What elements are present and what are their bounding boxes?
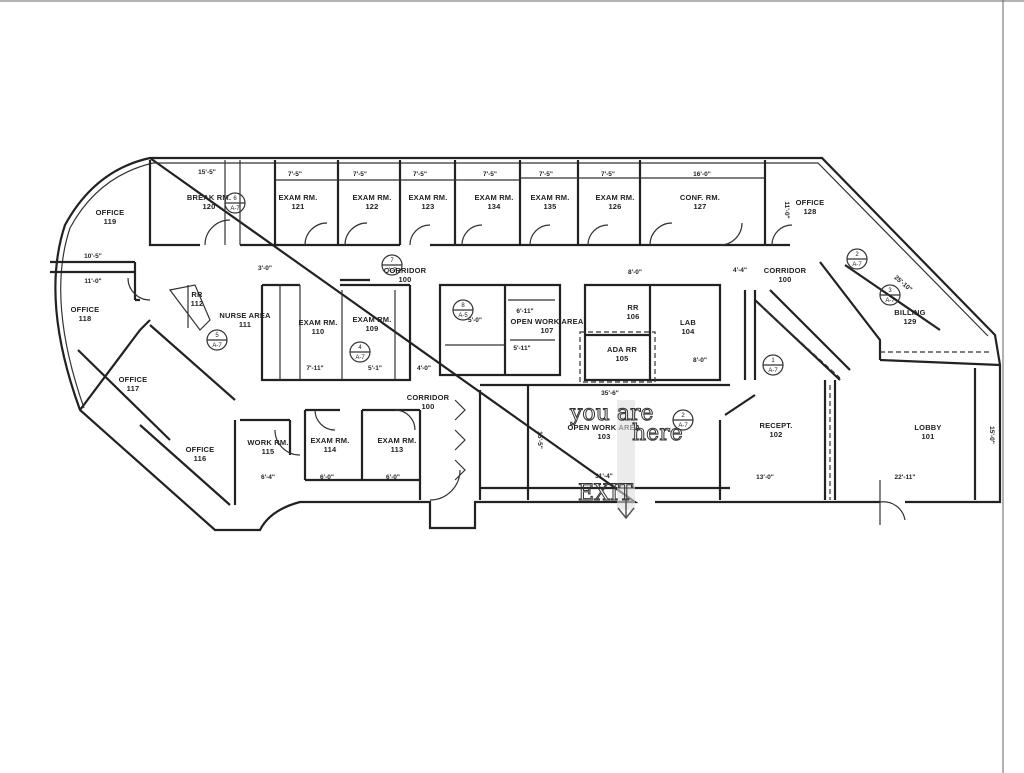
svg-text:5: 5 [215, 333, 219, 339]
section-marker-1: 1A-7 [762, 354, 784, 376]
svg-text:5'-1": 5'-1" [368, 365, 382, 372]
room-label-exam-109: EXAM RM.109 [352, 315, 391, 333]
svg-text:2: 2 [855, 252, 859, 258]
svg-text:EXIT: EXIT [578, 481, 633, 506]
section-marker-4: 4A-7 [349, 341, 371, 363]
svg-text:7'-5": 7'-5" [601, 171, 615, 178]
svg-text:11'-0": 11'-0" [84, 278, 101, 285]
room-label-exam-110: EXAM RM.110 [298, 318, 337, 336]
svg-text:7: 7 [390, 258, 394, 264]
section-marker-9: 2A-7 [672, 409, 694, 431]
svg-text:A-7: A-7 [852, 262, 862, 268]
exit-arrow-icon [617, 498, 635, 520]
svg-text:6'-0": 6'-0" [386, 474, 400, 481]
svg-text:A-7: A-7 [387, 268, 397, 274]
svg-text:7'-5": 7'-5" [483, 171, 497, 178]
svg-text:16'-0": 16'-0" [693, 171, 711, 178]
svg-text:4'-4": 4'-4" [733, 267, 747, 274]
svg-text:15'-5": 15'-5" [536, 431, 543, 449]
svg-text:3'-0": 3'-0" [258, 265, 272, 272]
svg-text:A-5: A-5 [458, 313, 468, 319]
svg-text:10'-5": 10'-5" [84, 253, 102, 260]
svg-text:you are: you are [569, 401, 654, 426]
section-marker-2: 2A-7 [846, 248, 868, 270]
svg-text:7'-5": 7'-5" [288, 171, 302, 178]
exterior-walls [54, 156, 1002, 532]
room-label-recept-102: RECEPT.102 [759, 421, 792, 439]
svg-text:A-7: A-7 [678, 423, 688, 429]
pencil-smudge [617, 400, 635, 510]
room-label-exam-113: EXAM RM.113 [377, 436, 416, 454]
room-label-exam-121: EXAM RM.121 [278, 193, 317, 211]
room-label-break-120: BREAK RM.120 [187, 193, 231, 211]
room-label-exam-122: EXAM RM.122 [352, 193, 391, 211]
section-marker-6: 6A-7 [224, 192, 246, 214]
svg-text:31'-4": 31'-4" [595, 473, 613, 480]
svg-text:6'-11": 6'-11" [516, 308, 533, 315]
svg-text:5'-0": 5'-0" [468, 317, 482, 324]
svg-text:A-7: A-7 [768, 368, 778, 374]
room-label-exam-135: EXAM RM.135 [530, 193, 569, 211]
svg-text:2: 2 [681, 413, 685, 419]
svg-text:5'-11": 5'-11" [513, 345, 530, 352]
svg-text:3: 3 [888, 288, 892, 294]
svg-text:6: 6 [233, 196, 237, 202]
interior-walls [50, 160, 1001, 525]
svg-text:22'-11": 22'-11" [895, 474, 916, 481]
svg-text:15'-5": 15'-5" [198, 169, 216, 176]
section-marker-8: 8A-5 [452, 299, 474, 321]
room-label-exam-123: EXAM RM.123 [408, 193, 447, 211]
svg-text:A-7: A-7 [230, 206, 240, 212]
svg-text:7'-5": 7'-5" [353, 171, 367, 178]
svg-text:7'-5": 7'-5" [539, 171, 553, 178]
svg-text:35'-6": 35'-6" [601, 390, 619, 397]
svg-text:13'-0": 13'-0" [756, 474, 774, 481]
svg-text:11'-0": 11'-0" [783, 201, 790, 218]
svg-text:15'-0": 15'-0" [988, 426, 995, 444]
section-marker-7: 7A-7 [381, 254, 403, 276]
svg-text:4: 4 [358, 345, 362, 351]
svg-text:8'-0": 8'-0" [628, 269, 642, 276]
room-label-exam-126: EXAM RM.126 [595, 193, 634, 211]
svg-text:1: 1 [771, 358, 775, 364]
svg-text:25'-10": 25'-10" [893, 274, 914, 293]
svg-text:6'-4": 6'-4" [261, 474, 275, 481]
room-label-conf-127: CONF. RM.127 [680, 193, 720, 211]
room-label-work-115: WORK RM.115 [247, 438, 288, 456]
you-are-here-annotation: you are here EXIT [569, 400, 683, 520]
svg-text:8: 8 [461, 303, 465, 309]
room-label-exam-114: EXAM RM.114 [310, 436, 349, 454]
section-marker-3: 3A-7 [879, 284, 901, 306]
section-markers: 1A-7 2A-7 3A-7 4A-7 5A-7 6A-7 7A-7 8A-5 … [206, 192, 901, 431]
svg-text:A-7: A-7 [355, 355, 365, 361]
section-marker-5: 5A-7 [206, 329, 228, 351]
svg-text:A-7: A-7 [212, 343, 222, 349]
room-label-exam-134: EXAM RM.134 [474, 193, 513, 211]
svg-text:here: here [632, 421, 683, 446]
svg-text:6'-0": 6'-0" [320, 474, 334, 481]
svg-text:7'-5": 7'-5" [413, 171, 427, 178]
svg-text:A-7: A-7 [885, 298, 895, 304]
svg-text:4'-0": 4'-0" [417, 365, 431, 372]
svg-text:8'-0": 8'-0" [693, 357, 707, 364]
svg-text:7'-11": 7'-11" [306, 365, 323, 372]
